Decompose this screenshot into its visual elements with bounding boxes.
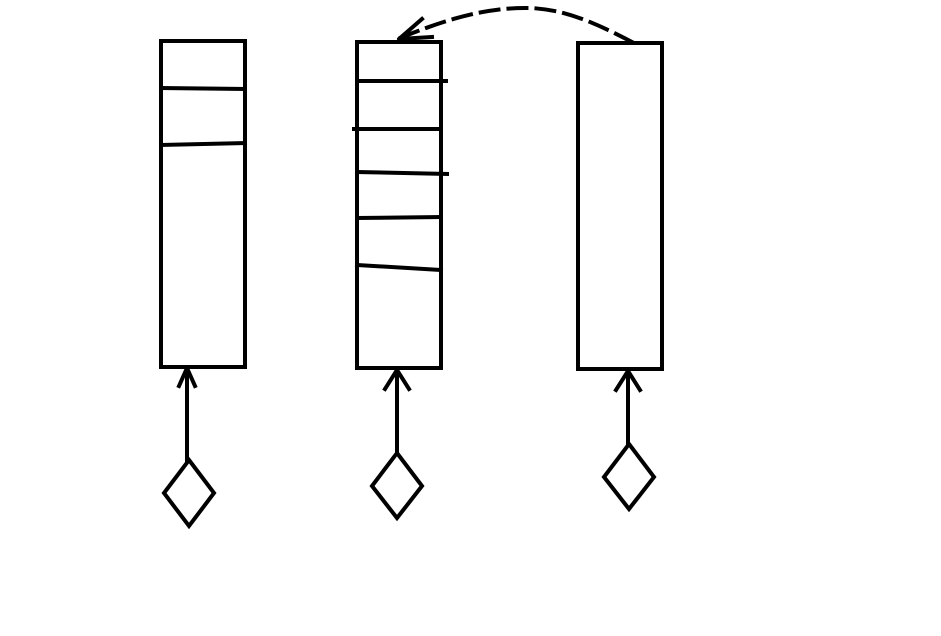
dashed-link-arrowhead <box>397 16 435 41</box>
connector-3 <box>601 369 657 513</box>
connector-2-diamond <box>369 449 425 522</box>
connector-1-arrowhead <box>176 366 198 389</box>
box-2 <box>352 40 450 370</box>
box-1-divider-2 <box>158 140 248 148</box>
connector-2-arrowhead <box>382 368 412 392</box>
connector-2 <box>369 368 425 522</box>
dashed-link <box>397 5 635 45</box>
box-2-divider-3 <box>354 169 450 177</box>
connector-1-diamond <box>161 456 217 530</box>
box-1 <box>158 39 248 369</box>
dashed-link-curve <box>397 5 635 45</box>
box-3 <box>576 41 664 371</box>
connector-1 <box>161 366 217 530</box>
connector-3-arrowhead <box>613 369 643 393</box>
box-1-outline <box>159 39 247 369</box>
box-2-outline <box>355 40 443 370</box>
box-1-divider-1 <box>158 85 248 92</box>
box-2-divider-4 <box>354 214 444 221</box>
box-3-outline <box>576 41 664 371</box>
connector-3-diamond <box>601 440 657 513</box>
box-2-divider-5 <box>354 262 444 273</box>
